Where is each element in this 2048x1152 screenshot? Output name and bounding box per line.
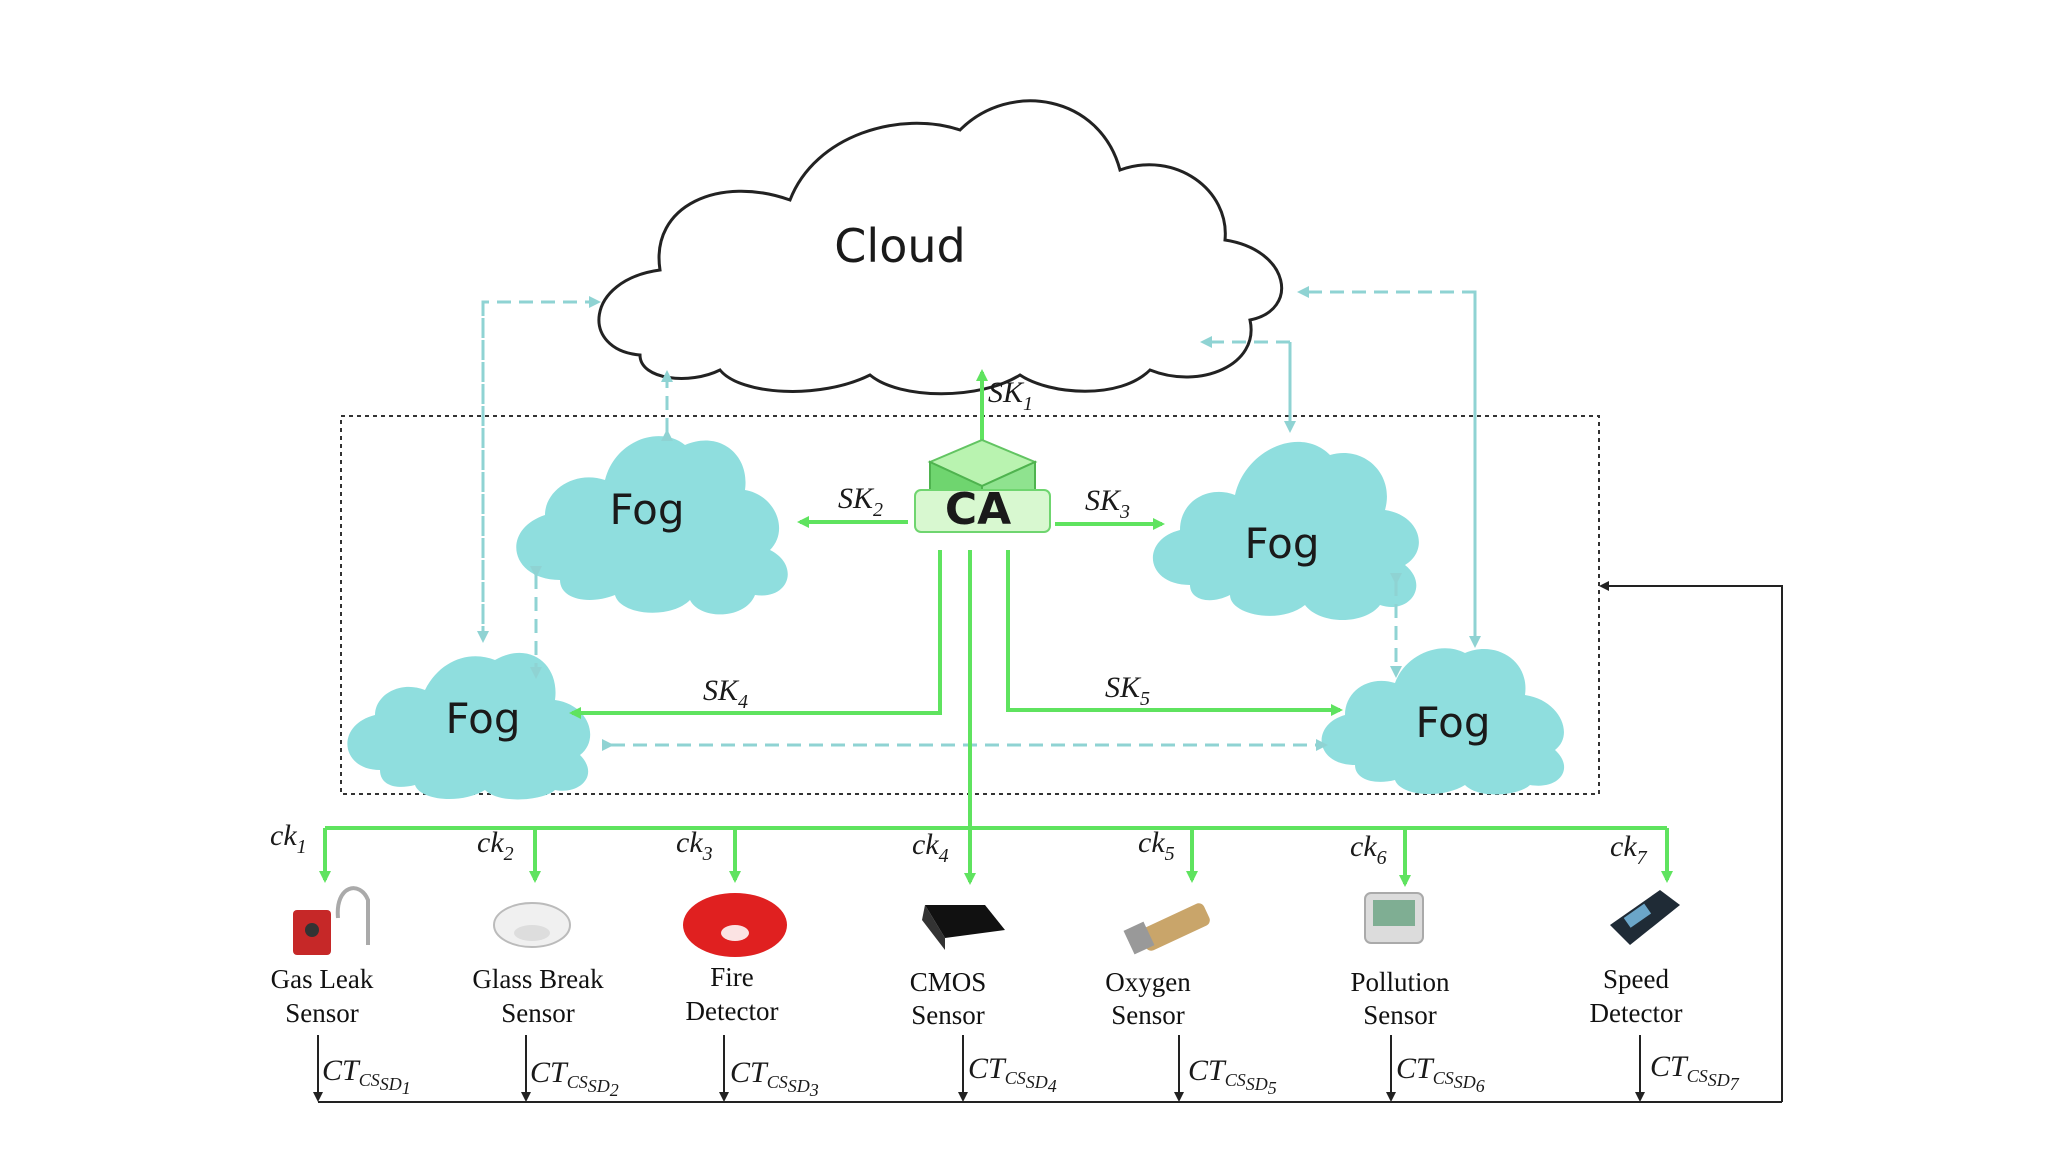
sensor-label-cmos-line2: Sensor xyxy=(911,1000,985,1030)
ck5-label: ck5 xyxy=(1138,826,1175,865)
sensor-label-glass-break-line1: Glass Break xyxy=(472,964,604,994)
ck7-label: ck7 xyxy=(1610,830,1648,869)
ct5-label: CTCSSD5 xyxy=(1188,1054,1277,1098)
sk3-label: SK3 xyxy=(1085,484,1130,523)
ct4-label: CTCSSD4 xyxy=(968,1052,1057,1096)
ck2-label: ck2 xyxy=(477,826,514,865)
sensor-label-pollution-line1: Pollution xyxy=(1350,967,1450,997)
sk1-label: SK1 xyxy=(988,376,1033,415)
ck3-label: ck3 xyxy=(676,826,713,865)
fog-node-top-left xyxy=(516,436,788,615)
fog-label-bottom-right: Fog xyxy=(1415,698,1490,747)
cmos-sensor-icon xyxy=(922,905,1005,950)
ct2-label: CTCSSD2 xyxy=(530,1056,619,1100)
sensor-label-glass-break-line2: Sensor xyxy=(501,998,575,1028)
sensor-label-speed-line2: Detector xyxy=(1590,998,1683,1028)
sensor-label-oxygen-line1: Oxygen xyxy=(1105,967,1191,997)
ct1-label: CTCSSD1 xyxy=(322,1054,411,1098)
fog-label-bottom-left: Fog xyxy=(445,694,520,743)
sensor-label-fire-line2: Detector xyxy=(686,996,779,1026)
fog-label-top-left: Fog xyxy=(609,485,684,534)
ca-server-icon xyxy=(914,438,1051,533)
ciphertext-return-lines xyxy=(313,581,1783,1103)
cloud-label: Cloud xyxy=(834,219,965,273)
ck6-label: ck6 xyxy=(1350,830,1387,869)
sensor-label-cmos-line1: CMOS xyxy=(910,967,987,997)
sensor-label-oxygen-line2: Sensor xyxy=(1111,1000,1185,1030)
gas-leak-sensor-icon xyxy=(293,886,370,955)
ct6-label: CTCSSD6 xyxy=(1396,1052,1485,1096)
cloud-shape xyxy=(597,99,1284,396)
key-distribution-lines xyxy=(319,369,1673,887)
sensor-label-fire-line1: Fire xyxy=(710,962,754,992)
fog-label-top-right: Fog xyxy=(1244,519,1319,568)
fog-node-bottom-left xyxy=(347,652,591,800)
glass-break-sensor-icon xyxy=(493,902,571,948)
sensor-label-speed-line1: Speed xyxy=(1603,964,1669,994)
sensor-labels: Gas Leak Sensor Glass Break Sensor Fire … xyxy=(271,962,1683,1030)
sensor-label-gas-leak-line1: Gas Leak xyxy=(271,964,374,994)
ca-label: CA xyxy=(945,484,1011,535)
sk2-label: SK2 xyxy=(838,482,883,521)
ct3-label: CTCSSD3 xyxy=(730,1056,819,1100)
ck1-label: ck1 xyxy=(270,819,307,858)
fog-node-top-right xyxy=(1152,441,1419,620)
fog-node-bottom-right xyxy=(1321,648,1565,795)
sensor-label-pollution-line2: Sensor xyxy=(1363,1000,1437,1030)
ck4-label: ck4 xyxy=(912,828,949,867)
oxygen-sensor-icon xyxy=(1123,903,1210,955)
sensor-label-gas-leak-line2: Sensor xyxy=(285,998,359,1028)
ct7-label: CTCSSD7 xyxy=(1650,1050,1740,1094)
sk4-label: SK4 xyxy=(703,674,748,713)
speed-detector-icon xyxy=(1610,890,1680,945)
fire-detector-icon xyxy=(683,893,787,957)
pollution-sensor-icon xyxy=(1364,892,1424,944)
sk5-label: SK5 xyxy=(1105,671,1150,710)
